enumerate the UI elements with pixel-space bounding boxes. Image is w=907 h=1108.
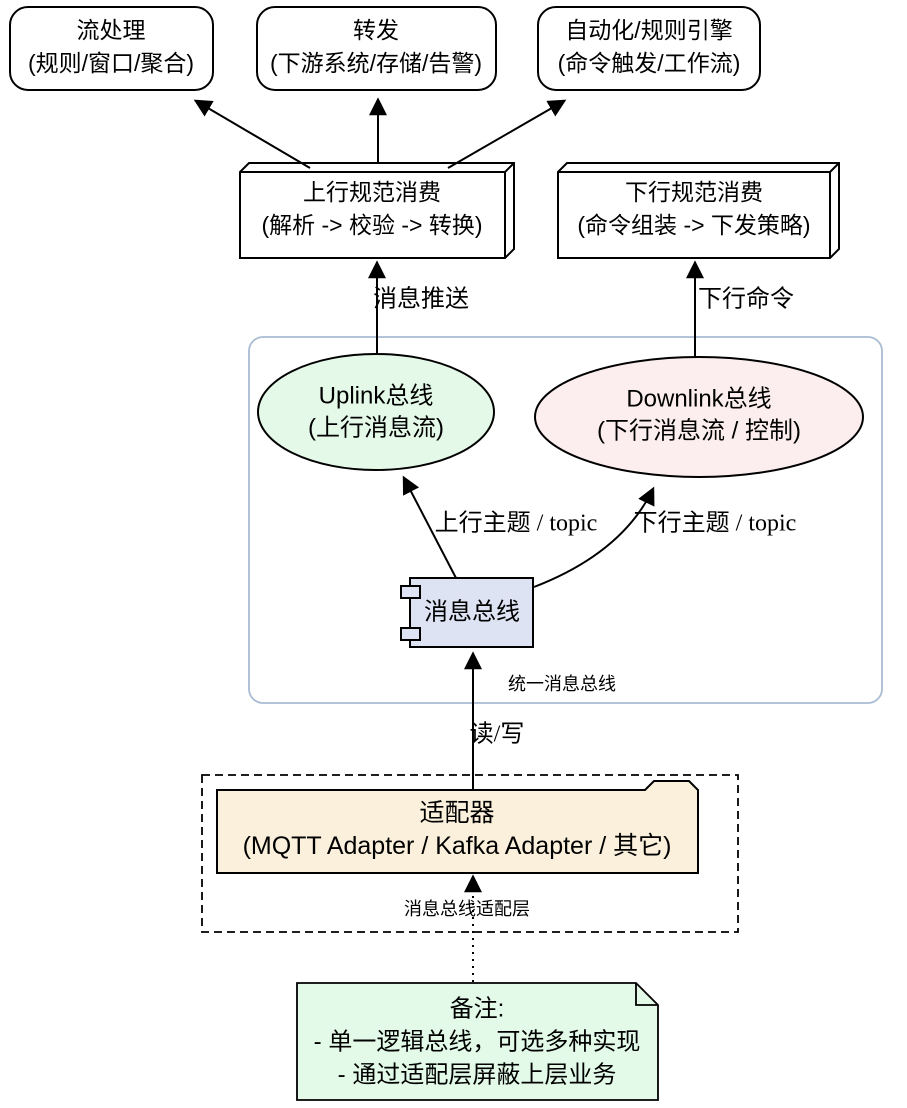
consumer-box-automation — [537, 6, 761, 91]
note-fold-icon — [635, 983, 658, 1006]
note-shape — [296, 982, 659, 1101]
forwarding-subtitle: (下游系统/存储/告警) — [269, 50, 483, 77]
uplink-consumer-title: 上行规范消费 — [303, 179, 441, 206]
uplink-bus-subtitle: (上行消息流) — [308, 414, 444, 442]
arrow-to-stream-processing — [193, 99, 311, 169]
edge-label-downlink-topic: 下行主题 / topic — [633, 510, 797, 537]
edge-label-read-write: 读/写 — [469, 721, 525, 748]
arrow-uplink-topic — [402, 475, 457, 579]
component-port-icon — [400, 627, 421, 641]
automation-subtitle: (命令触发/工作流) — [557, 50, 741, 77]
adapter-title: 适配器 — [419, 799, 495, 827]
adapter-layer-caption: 消息总线适配层 — [404, 899, 530, 920]
uplink-bus-ellipse — [257, 353, 495, 471]
uplink-consumer-node — [239, 162, 515, 259]
uplink-bus-title: Uplink总线 — [318, 382, 434, 410]
note-line: - 单一逻辑总线，可选多种实现 — [313, 1028, 641, 1056]
downlink-bus-title: Downlink总线 — [626, 385, 772, 413]
note-line: 备注: — [449, 995, 505, 1023]
adapter-folder — [216, 780, 699, 874]
message-bus-component — [400, 577, 534, 648]
downlink-consumer-node — [557, 162, 840, 259]
consumer-box-stream-processing — [9, 6, 214, 91]
downlink-consumer-subtitle: (命令组装 -> 下发策略) — [577, 212, 811, 239]
adapter-layer-container — [201, 774, 739, 933]
arrow-to-automation — [447, 99, 567, 169]
stream-processing-subtitle: (规则/窗口/聚合) — [27, 50, 195, 77]
automation-title: 自动化/规则引擎 — [565, 17, 733, 44]
downlink-bus-ellipse — [534, 356, 864, 478]
consumer-box-forwarding — [256, 6, 497, 91]
component-port-icon — [400, 585, 421, 599]
downlink-bus-subtitle: (下行消息流 / 控制) — [597, 417, 801, 445]
downlink-consumer-title: 下行规范消费 — [625, 179, 763, 206]
forwarding-title: 转发 — [353, 17, 399, 44]
uplink-consumer-subtitle: (解析 -> 校验 -> 转换) — [261, 212, 483, 239]
adapter-subtitle: (MQTT Adapter / Kafka Adapter / 其它) — [242, 832, 672, 860]
edge-label-downlink-cmd: 下行命令 — [698, 286, 794, 313]
message-bus-title: 消息总线 — [424, 598, 520, 626]
edge-label-uplink-topic: 上行主题 / topic — [434, 510, 598, 537]
edge-label-uplink-push: 消息推送 — [373, 286, 469, 313]
arrow-downlink-topic — [533, 486, 655, 588]
note-line: - 通过适配层屏蔽上层业务 — [337, 1061, 617, 1089]
bus-container-caption: 统一消息总线 — [508, 674, 616, 695]
stream-processing-title: 流处理 — [76, 17, 146, 44]
